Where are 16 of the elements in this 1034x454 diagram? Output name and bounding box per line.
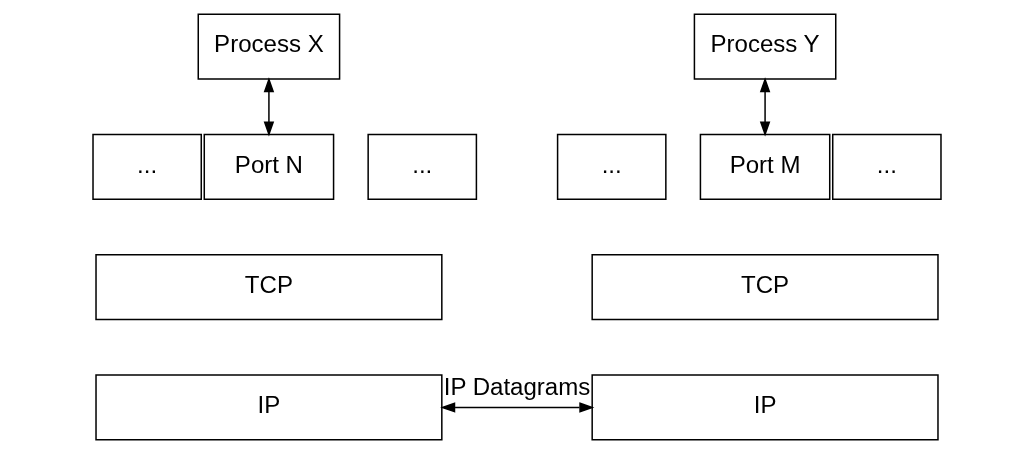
node-box: ... (556, 133, 667, 200)
node-box: TCP (95, 254, 443, 321)
node-box: Process X (197, 13, 341, 80)
node-box: ... (92, 133, 202, 200)
arrow (759, 77, 771, 137)
node-box: ... (832, 133, 942, 200)
node-box: Process Y (693, 13, 837, 80)
node-box: TCP (591, 254, 939, 321)
node-box: Port N (203, 133, 335, 200)
node-box: Port M (699, 133, 831, 200)
arrow (263, 77, 275, 137)
node-box: IP (95, 374, 443, 441)
arrow (440, 402, 595, 413)
node-box: ... (367, 133, 478, 200)
edge-label: IP Datagrams (443, 373, 591, 401)
node-box: IP (591, 374, 939, 441)
